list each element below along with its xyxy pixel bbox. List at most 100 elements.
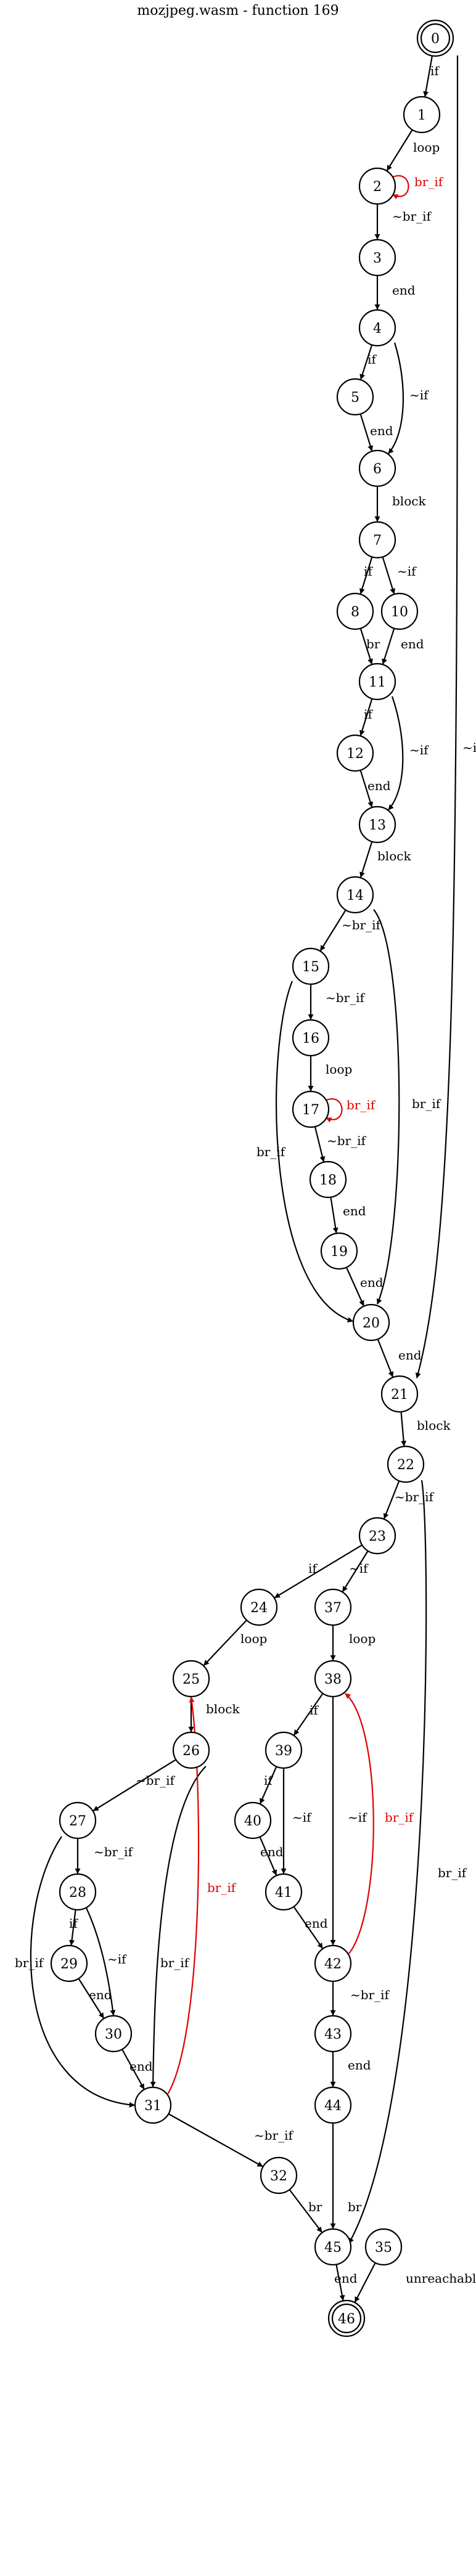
node-8: 8 xyxy=(336,592,374,630)
edge-label: br_if xyxy=(412,1096,441,1111)
edge-label: end xyxy=(348,2058,371,2073)
edge-label: ~br_if xyxy=(254,2128,294,2143)
node-label: 18 xyxy=(319,1173,337,1188)
edge-line xyxy=(293,1907,323,1949)
edge-line xyxy=(92,1759,176,1812)
node-inner-ring xyxy=(420,23,451,54)
node-14: 14 xyxy=(336,876,374,914)
edge-label: br_if xyxy=(160,1955,190,1970)
edge-32-45: br xyxy=(289,2190,322,2233)
node-circle xyxy=(358,1517,396,1555)
node-39: 39 xyxy=(265,1731,303,1769)
node-label: 37 xyxy=(324,1600,342,1616)
edge-1-2: loop xyxy=(386,129,440,171)
edge-line xyxy=(359,414,374,452)
node-30: 30 xyxy=(94,2015,133,2053)
edge-label: block xyxy=(377,849,411,863)
edge-label: ~br_if xyxy=(327,1133,367,1148)
edge-24-25: loop xyxy=(203,1620,267,1666)
node-20: 20 xyxy=(352,1303,390,1342)
node-label: 15 xyxy=(302,960,319,975)
edge-label: if xyxy=(264,1773,273,1788)
edge-label: end xyxy=(334,2271,358,2286)
node-25: 25 xyxy=(172,1660,210,1698)
node-label: 10 xyxy=(391,605,408,620)
edge-label: end xyxy=(129,2059,153,2074)
node-circle xyxy=(387,1445,425,1483)
node-label: 13 xyxy=(369,818,386,833)
node-11: 11 xyxy=(358,662,396,701)
edge-line xyxy=(30,1836,135,2108)
node-inner-ring xyxy=(331,2303,362,2334)
edge-label: br_if xyxy=(414,174,444,189)
edge-line xyxy=(335,2265,345,2301)
edge-label: ~br_if xyxy=(392,209,432,224)
node-circle xyxy=(336,592,374,630)
node-label: 0 xyxy=(431,31,440,47)
edge-line xyxy=(359,842,373,878)
node-1: 1 xyxy=(403,96,441,134)
edge-label: end xyxy=(370,423,393,438)
edge-line xyxy=(293,1694,323,1736)
edge-label: block xyxy=(417,1418,451,1433)
edge-label: end xyxy=(260,1844,284,1859)
edge-label: br_if xyxy=(438,1865,467,1880)
node-label: 17 xyxy=(302,1103,319,1118)
node-13: 13 xyxy=(358,805,396,844)
edge-25-26: block xyxy=(188,1697,240,1732)
edge-8-11: br xyxy=(359,629,380,665)
node-46: 46 xyxy=(327,2299,366,2338)
edge-14-15: ~br_if xyxy=(319,910,382,952)
edge-line xyxy=(203,1620,247,1666)
node-44: 44 xyxy=(314,2086,352,2124)
node-circle xyxy=(336,876,374,914)
node-15: 15 xyxy=(292,947,330,985)
edge-28-30: ~if xyxy=(86,1907,127,2016)
edge-28-29: if xyxy=(69,1910,78,1946)
edge-label: end xyxy=(305,1916,328,1931)
edge-0-21: ~if xyxy=(415,55,476,1379)
node-circle xyxy=(134,2086,172,2124)
node-label: 38 xyxy=(324,1672,342,1687)
node-label: 46 xyxy=(338,2312,355,2327)
edge-label: ~br_if xyxy=(94,1844,134,1859)
edge-line xyxy=(386,129,413,171)
edge-22-45: br_if xyxy=(348,1480,467,2244)
edge-line xyxy=(150,1766,207,2087)
node-circle xyxy=(292,1090,330,1128)
node-label: 20 xyxy=(363,1316,380,1331)
node-5: 5 xyxy=(336,378,374,416)
edge-11-12: if xyxy=(359,699,373,736)
edge-label: br xyxy=(348,2199,362,2214)
edge-13-14: block xyxy=(359,842,411,878)
edge-4-5: if xyxy=(359,345,377,380)
edge-17-17: br_if xyxy=(324,1098,376,1123)
node-28: 28 xyxy=(59,1873,97,1911)
edge-label: end xyxy=(360,1275,384,1290)
node-label: 5 xyxy=(351,390,359,406)
edge-label: loop xyxy=(413,140,440,155)
edge-label: end xyxy=(343,1204,366,1218)
edge-43-44: end xyxy=(330,2052,371,2087)
node-circle xyxy=(358,167,396,205)
edge-label: br_if xyxy=(15,1955,44,1970)
edge-42-43: ~br_if xyxy=(330,1982,390,2016)
node-22: 22 xyxy=(387,1445,425,1483)
node-label: 11 xyxy=(369,675,386,690)
node-0: 0 xyxy=(416,19,454,57)
edge-40-41: end xyxy=(259,1837,284,1876)
node-label: 28 xyxy=(69,1885,86,1901)
node-circle xyxy=(358,238,396,277)
edge-2-2: br_if xyxy=(391,174,444,200)
edge-label: ~if xyxy=(349,1561,369,1576)
node-label: 35 xyxy=(375,2240,392,2256)
edge-line xyxy=(259,1837,277,1876)
node-circle xyxy=(314,1944,352,1983)
edge-15-20: br_if xyxy=(256,980,353,1323)
node-circle xyxy=(172,1731,210,1769)
node-label: 30 xyxy=(105,2027,122,2042)
edge-label: unreachable xyxy=(406,2271,476,2286)
edge-line xyxy=(319,910,347,952)
edge-41-42: end xyxy=(293,1907,328,1949)
node-circle xyxy=(314,1588,352,1626)
